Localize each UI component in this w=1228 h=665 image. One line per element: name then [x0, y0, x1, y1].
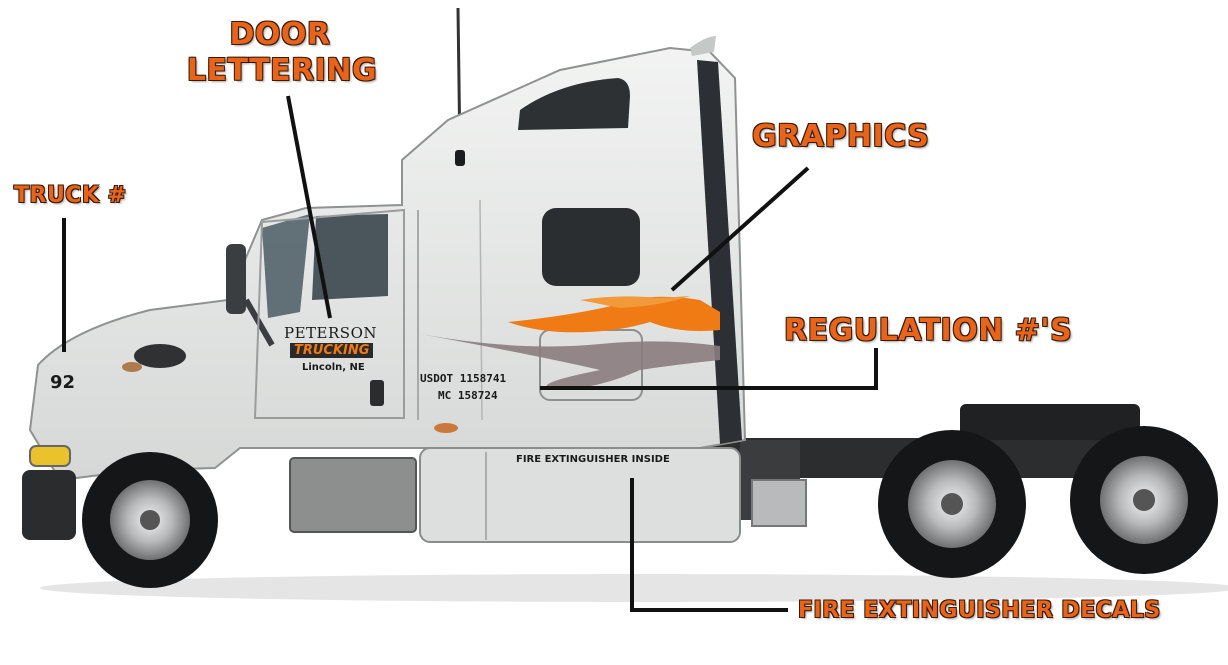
flame-graphic-orange-tip	[580, 296, 690, 308]
door-company-trucking: TRUCKING	[290, 343, 374, 358]
usdot-number-decal: USDOT 1158741	[420, 372, 507, 385]
flame-graphic-gray	[420, 334, 720, 390]
ground-shadow	[40, 574, 1228, 602]
front-bumper	[22, 470, 76, 540]
toolbox-fire-extinguisher-decal: FIRE EXTINGUISHER INSIDE	[516, 454, 670, 465]
hood-marker-light	[122, 362, 142, 372]
leader-graphics	[670, 166, 810, 292]
callout-fire-extinguisher-decals: FIRE EXTINGUISHER DECALS	[798, 598, 1161, 623]
door-window	[312, 214, 388, 300]
fifth-wheel	[960, 404, 1140, 440]
cab-step-panel	[289, 457, 417, 533]
sleeper-top-window	[518, 78, 630, 130]
rear-wheel-1	[878, 430, 1026, 578]
flame-graphic-orange	[508, 296, 720, 333]
headlight	[29, 445, 71, 467]
door-location: Lincoln, NE	[302, 362, 365, 373]
step-ladder	[751, 479, 807, 527]
rear-wheel-2	[1070, 426, 1218, 574]
cab-marker-light	[434, 423, 458, 433]
cab-door-outline	[253, 208, 405, 419]
hood-vent	[134, 344, 186, 368]
door-company-name: PETERSON	[284, 324, 377, 342]
sleeper-seam-2	[479, 199, 483, 421]
leader-fire-extinguisher	[630, 478, 788, 612]
truck-number-decal: 92	[50, 372, 76, 393]
rear-fairing-stripe	[697, 60, 742, 444]
fuel-tank	[419, 447, 741, 543]
sleeper-side-window	[542, 208, 640, 286]
roof-marker-light	[455, 150, 465, 166]
callout-regulation-numbers: REGULATION #'S	[784, 313, 1073, 348]
leader-door-lettering	[286, 95, 332, 319]
door-handle	[370, 380, 384, 406]
callout-graphics: GRAPHICS	[752, 119, 930, 154]
roof-visor	[690, 36, 716, 56]
callout-door-lettering-line1: DOOR	[229, 17, 331, 52]
callout-truck-number: TRUCK #	[14, 183, 127, 208]
callout-door-lettering-line2: LETTERING	[186, 53, 378, 88]
windshield	[262, 214, 310, 318]
leader-regulation	[540, 348, 878, 390]
front-wheel	[82, 452, 218, 588]
side-mirror	[226, 244, 246, 314]
leader-lines	[62, 95, 878, 612]
mc-number-decal: MC 158724	[438, 389, 498, 402]
